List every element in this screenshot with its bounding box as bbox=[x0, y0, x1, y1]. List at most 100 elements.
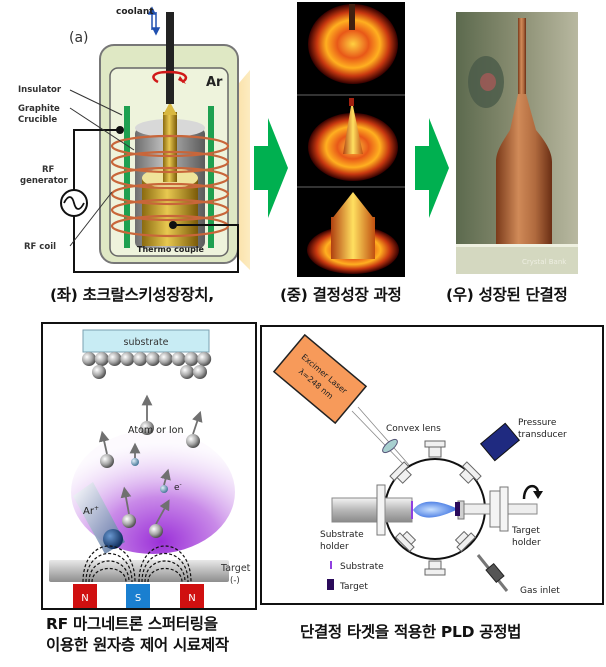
insulator-left bbox=[124, 106, 130, 248]
crystal-growth-stages-image bbox=[297, 2, 405, 277]
ar-ion-label: Ar+ bbox=[83, 505, 99, 517]
magnet-south-center bbox=[126, 584, 150, 608]
graphite-label-2: Crucible bbox=[18, 115, 57, 125]
substrate-atom bbox=[120, 352, 135, 366]
svg-text:S: S bbox=[135, 593, 141, 604]
insulator-right bbox=[208, 106, 214, 248]
sputtered-atom bbox=[140, 421, 154, 435]
crystal-boule bbox=[496, 94, 552, 244]
substrate-atom bbox=[184, 352, 199, 366]
rotation-arrow-icon bbox=[152, 70, 188, 84]
trajectory-arrow-icon bbox=[192, 410, 203, 435]
trajectory-arrow-icon bbox=[155, 499, 170, 525]
convex-lens-icon bbox=[382, 438, 398, 454]
insulator-label: Insulator bbox=[18, 85, 62, 95]
substrate-atom bbox=[82, 352, 96, 366]
substrate-block bbox=[82, 329, 210, 353]
sputtered-atom bbox=[149, 524, 163, 538]
crystal-rod bbox=[163, 112, 177, 182]
substrate-holder-pipe bbox=[331, 497, 383, 523]
legend-substrate-swatch bbox=[330, 561, 332, 569]
pressure-transducer-label-1: Pressure bbox=[518, 418, 557, 428]
convex-lens-label: Convex lens bbox=[386, 424, 441, 434]
svg-text:N: N bbox=[188, 593, 195, 604]
coolant-label: coolant bbox=[116, 7, 154, 17]
plasma-plume bbox=[413, 501, 458, 518]
substrate-atom bbox=[180, 365, 194, 379]
caption-sputtering-line1: RF 마그네트론 스퍼터링을 bbox=[46, 615, 218, 633]
substrate-holder-label-2: holder bbox=[320, 542, 349, 552]
electron bbox=[131, 458, 139, 466]
legend-target-label: Target bbox=[339, 582, 368, 592]
process-arrow-2-icon bbox=[415, 118, 449, 218]
crystal-seed bbox=[518, 18, 526, 98]
trajectory-arrow-icon bbox=[160, 468, 171, 486]
rf-coil-label: RF coil bbox=[24, 242, 56, 252]
substrate-sample bbox=[411, 501, 413, 519]
pressure-transducer bbox=[479, 422, 521, 462]
substrate-atom bbox=[94, 352, 109, 366]
target-label: Target bbox=[220, 563, 251, 574]
rf-generator-label-1: RF bbox=[42, 165, 55, 175]
caption-pld: 단결정 타겟을 적용한 PLD 공정법 bbox=[300, 623, 522, 641]
chamber-ports bbox=[389, 440, 482, 576]
atom-or-ion-label: Atom or Ion bbox=[128, 425, 184, 436]
sputtering-diagram: substrate Ar+ Atom or Ion e- Target (-) bbox=[49, 329, 251, 608]
target-charge-label: (-) bbox=[230, 576, 240, 586]
czochralski-apparatus-diagram: (a) coolant Ar Insulator Graphite Crucib… bbox=[18, 6, 250, 273]
magnetic-field-lines bbox=[82, 545, 192, 583]
legend-substrate-label: Substrate bbox=[340, 562, 384, 572]
substrate-atom bbox=[133, 352, 148, 366]
growth-stage-3 bbox=[307, 192, 399, 274]
magnet-north-right bbox=[180, 584, 204, 608]
caption-grown-crystal: (우) 성장된 단결정 bbox=[446, 286, 568, 304]
electron bbox=[160, 485, 168, 493]
pressure-transducer-label-2: transducer bbox=[518, 430, 567, 440]
target-plate bbox=[49, 560, 229, 582]
substrate-label: substrate bbox=[124, 337, 169, 348]
sputtered-particles bbox=[98, 394, 203, 538]
sputtered-atom bbox=[122, 514, 136, 528]
svg-text:N: N bbox=[81, 593, 88, 604]
electron-label: e- bbox=[174, 481, 182, 493]
trajectory-arrow-icon bbox=[98, 430, 110, 455]
coolant-arrows-icon bbox=[147, 6, 161, 36]
process-arrow-1-icon bbox=[254, 118, 288, 218]
watermark-text: Crystal Bank bbox=[522, 258, 567, 266]
substrate-atom bbox=[92, 365, 106, 379]
circuit-wire bbox=[73, 129, 239, 273]
substrate-atom bbox=[146, 352, 160, 366]
target-holder-label-1: Target bbox=[511, 526, 540, 536]
growth-stage-2 bbox=[308, 98, 398, 181]
substrate-atom bbox=[158, 352, 173, 366]
gas-inlet-valve-icon bbox=[485, 562, 505, 584]
thermocouple-label: Thermo couple bbox=[137, 245, 205, 254]
caption-growth-process: (중) 결정성장 과정 bbox=[280, 286, 402, 304]
pull-rod bbox=[166, 12, 174, 104]
pld-panel: Excimer Laser λ=248 nm bbox=[260, 325, 604, 605]
ar-ion-sphere bbox=[103, 529, 123, 549]
rf-coil bbox=[110, 134, 230, 238]
substrate-atom bbox=[107, 352, 122, 366]
substrate-atom bbox=[171, 352, 186, 366]
target-sample bbox=[455, 502, 460, 516]
substrate-atom-layer bbox=[82, 352, 212, 379]
target-holder-label-2: holder bbox=[512, 538, 541, 548]
legend-target-swatch bbox=[327, 579, 334, 590]
sputtering-panel: substrate Ar+ Atom or Ion e- Target (-) bbox=[41, 322, 257, 610]
rf-generator-label-2: generator bbox=[20, 176, 68, 186]
sputtered-atom bbox=[186, 434, 200, 448]
graphite-label-1: Graphite bbox=[18, 104, 60, 114]
caption-sputtering-line2: 이용한 원자층 제어 시료제작 bbox=[46, 636, 229, 654]
substrate-atom bbox=[193, 365, 207, 379]
magnet-north-left bbox=[73, 584, 97, 608]
excimer-laser: Excimer Laser λ=248 nm bbox=[272, 333, 368, 425]
caption-czochralski: (좌) 초크랄스키성장장치, bbox=[50, 286, 214, 304]
rotation-arrow-icon bbox=[522, 485, 540, 500]
sputtered-atom bbox=[100, 454, 114, 468]
substrate-atom bbox=[197, 352, 212, 366]
grown-crystal-photo: Crystal Bank bbox=[456, 12, 578, 274]
pld-diagram: Excimer Laser λ=248 nm bbox=[272, 333, 567, 596]
substrate-holder-label-1: Substrate bbox=[320, 530, 364, 540]
panel-label-a: (a) bbox=[69, 30, 89, 46]
